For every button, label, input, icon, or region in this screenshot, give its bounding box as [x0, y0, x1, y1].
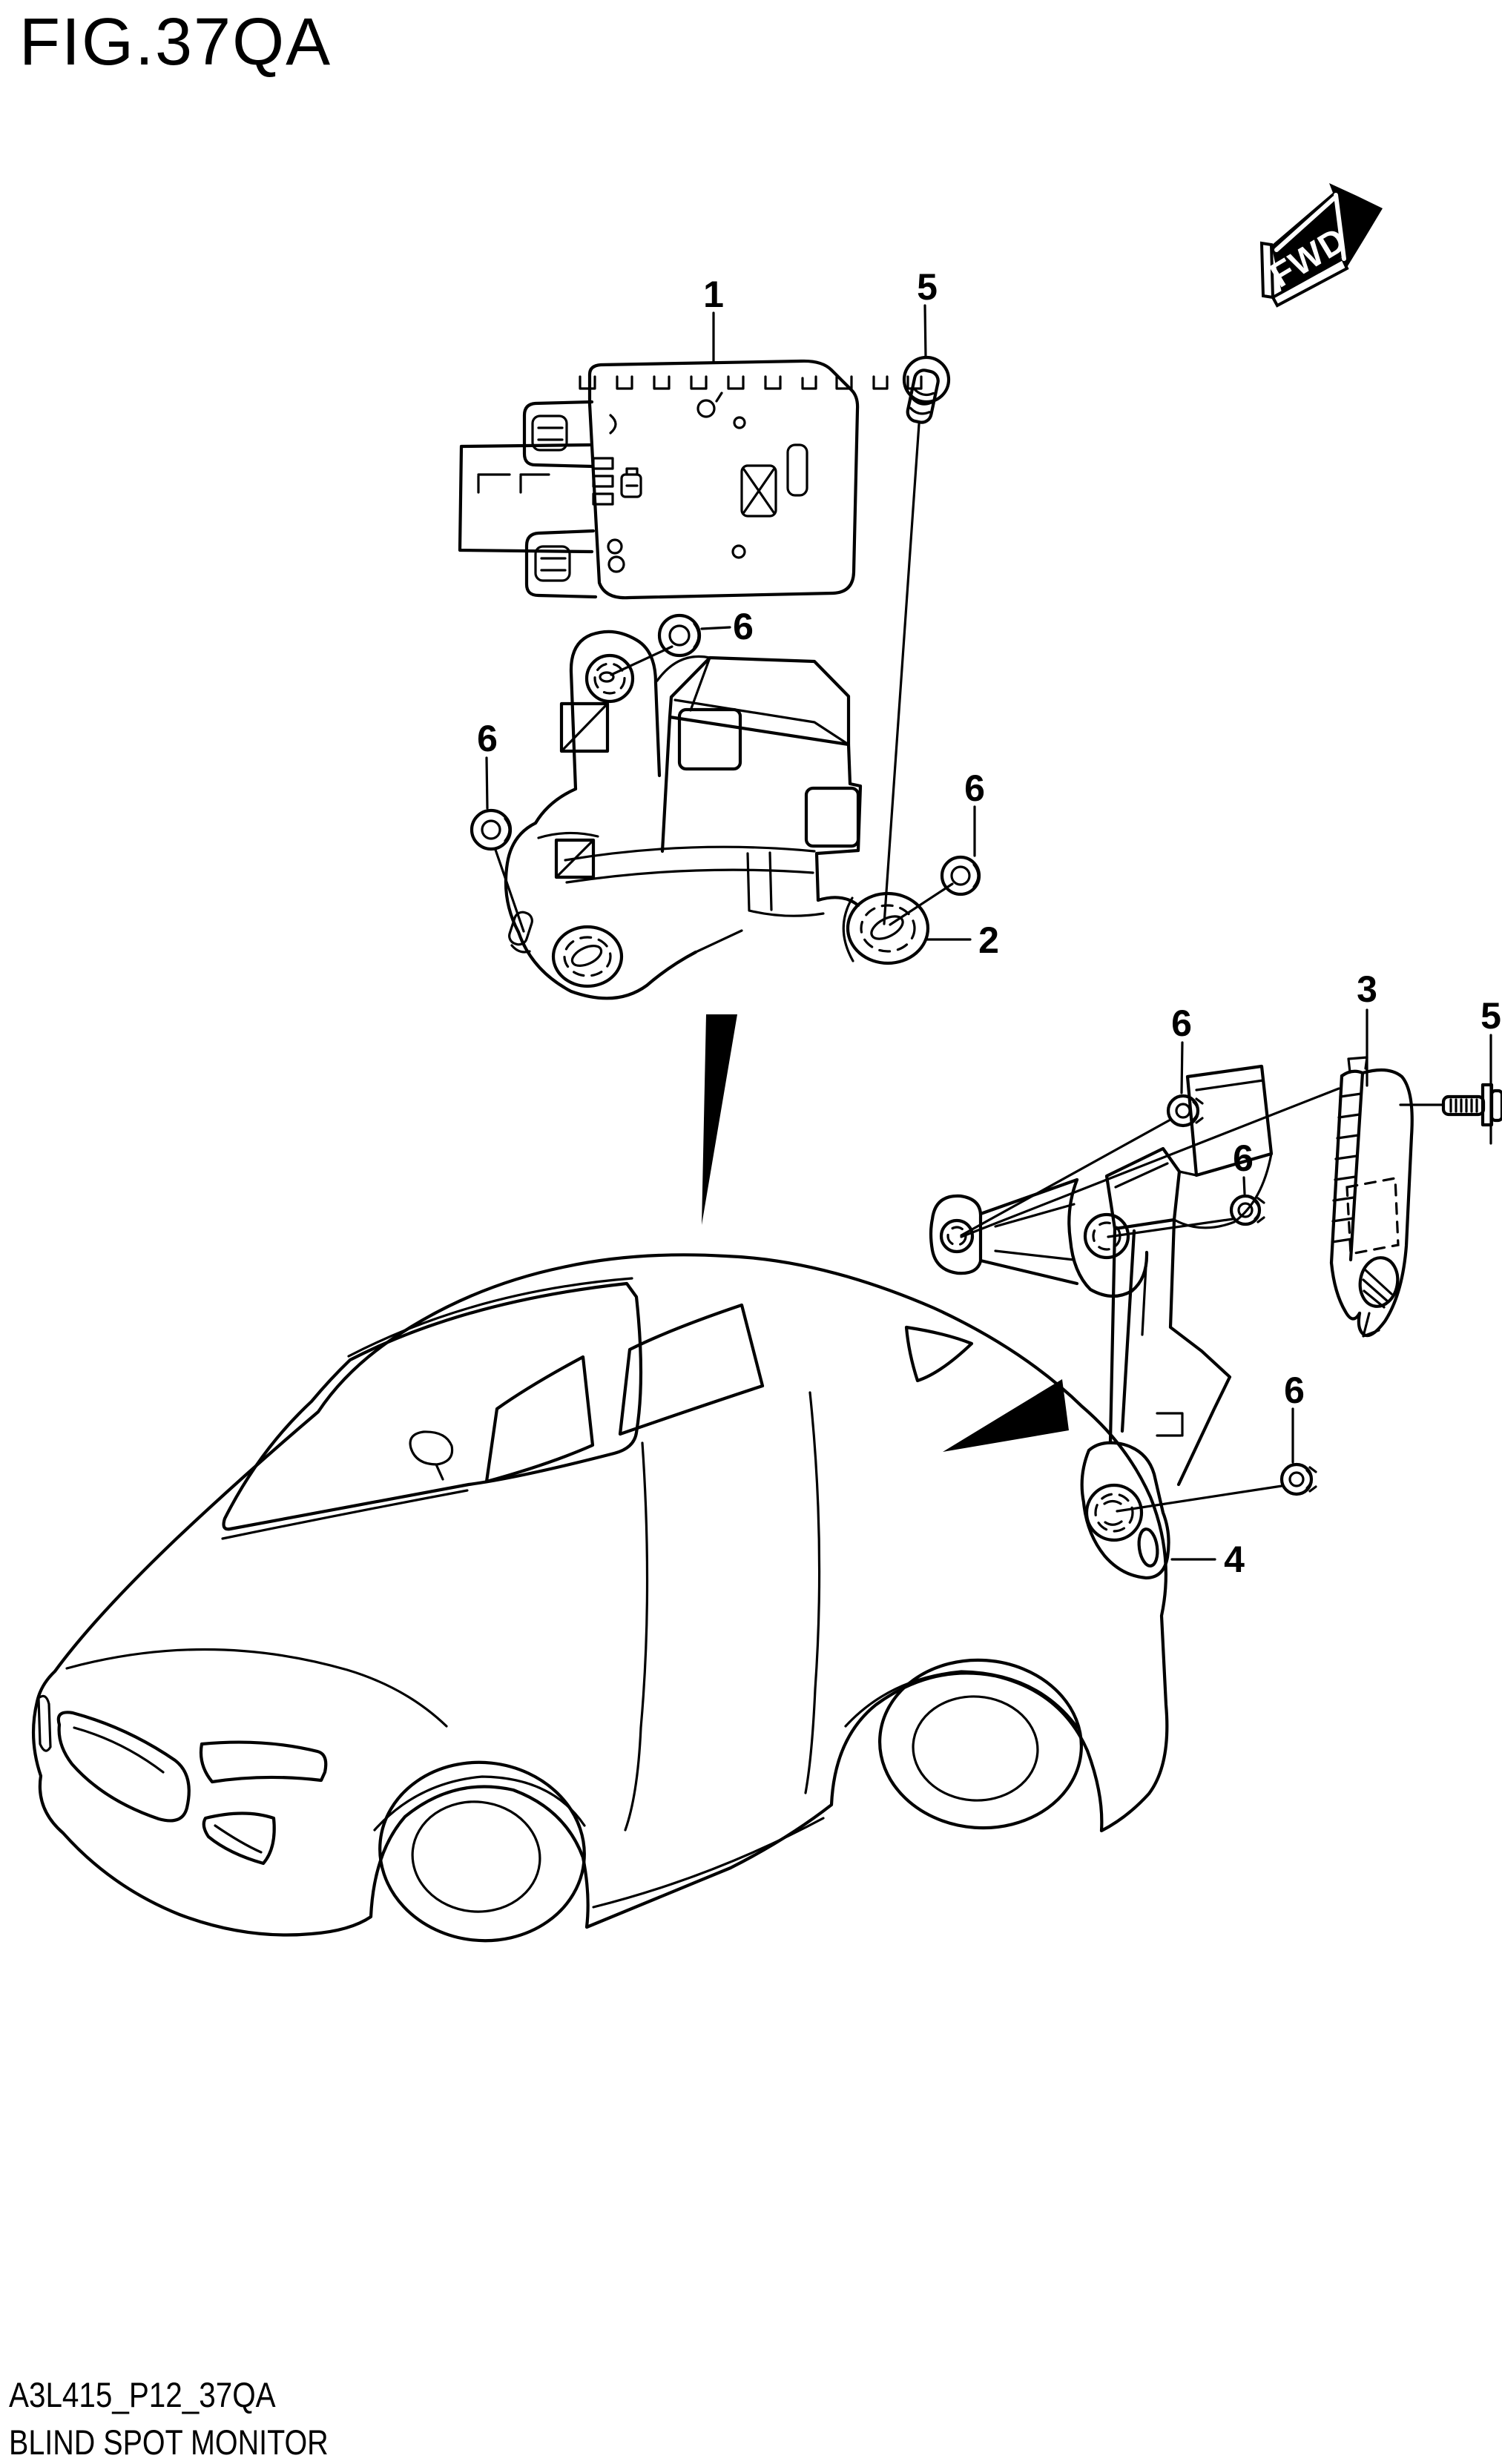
leader-lines	[485, 304, 1492, 1561]
fwd-arrow-icon: FWD	[1259, 183, 1383, 308]
washer-6-right	[940, 855, 981, 896]
part-1-module	[458, 359, 923, 600]
part-2-bracket	[504, 630, 930, 1000]
nut-6-lower	[1279, 1462, 1317, 1496]
callout-label-part-6-9: 6	[1233, 1137, 1254, 1179]
callout-label-part-6-6: 6	[1171, 1003, 1192, 1044]
figure-title: FIG.37QA	[19, 5, 332, 79]
callout-label-part-4-11: 4	[1224, 1539, 1245, 1580]
callout-label-part-1-0: 1	[703, 274, 724, 315]
footer-drawing-code: A3L415_P12_37QA	[9, 2375, 276, 2414]
pointer-wedge-lower	[943, 1379, 1069, 1452]
nut-6-middle	[1229, 1194, 1265, 1226]
callout-label-part-2-5: 2	[978, 919, 999, 961]
callout-label-part-6-4: 6	[964, 767, 985, 809]
part-4-bracket	[929, 1064, 1274, 1580]
callout-label-part-6-10: 6	[1284, 1370, 1305, 1411]
car-illustration	[31, 1253, 1169, 1943]
nut-6-upper	[1166, 1094, 1204, 1128]
footer-figure-name: BLIND SPOT MONITOR	[9, 2422, 329, 2462]
callout-labels: 1 5 6 6 6 2 6 3 5 6 6 4	[477, 266, 1501, 1580]
washer-6-top	[657, 613, 702, 658]
callout-label-part-3-7: 3	[1357, 968, 1377, 1010]
callout-label-part-5-8: 5	[1480, 995, 1501, 1037]
pointer-wedge-upper	[702, 1014, 737, 1225]
part-5-screw-top	[902, 355, 951, 424]
callout-label-part-6-3: 6	[477, 718, 498, 759]
part-5-screw-right	[1441, 1083, 1502, 1127]
part-3-sensor	[1329, 1056, 1414, 1338]
washer-6-left	[470, 808, 513, 851]
callout-label-part-5-1: 5	[917, 266, 938, 308]
callout-label-part-6-2: 6	[733, 606, 754, 647]
